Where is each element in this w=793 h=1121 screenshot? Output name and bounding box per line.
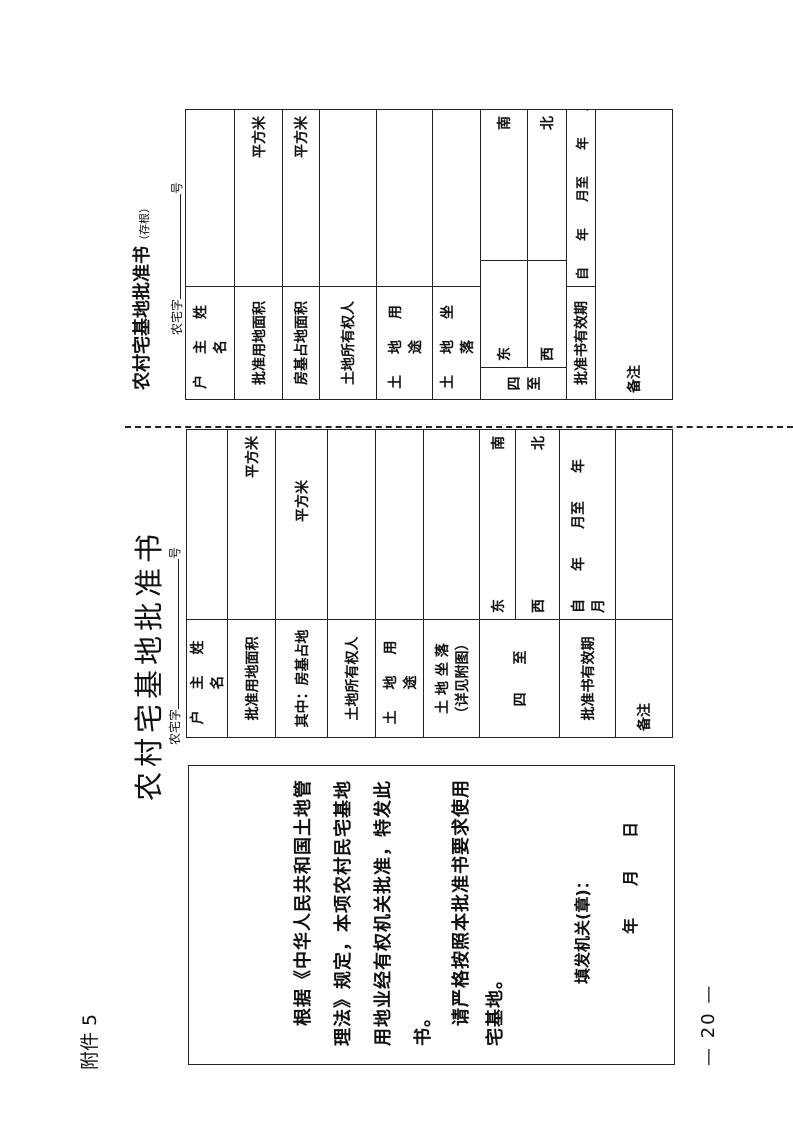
- usage-value[interactable]: [375, 429, 424, 620]
- area-unit[interactable]: 平方米: [227, 429, 276, 620]
- number-blank[interactable]: [170, 193, 181, 299]
- certificate-form-table: 户 主 姓 名 批准用地面积平方米 其中：房基占地平方米 土地所有权人 土 地 …: [186, 429, 673, 738]
- owner-value[interactable]: [185, 109, 235, 287]
- boundary-west-north[interactable]: 西北: [515, 429, 560, 620]
- label-usage: 土 地 用 途: [375, 619, 424, 738]
- number-prefix: 农宅字: [168, 708, 182, 745]
- land-owner-value[interactable]: [327, 429, 376, 620]
- north-label: 北: [540, 116, 556, 130]
- label-area: 批准用地面积: [234, 286, 283, 400]
- label-owner: 户 主 姓 名: [186, 619, 228, 738]
- label-land-owner: 土地所有权人: [319, 286, 377, 400]
- number-prefix: 农宅字: [170, 298, 184, 335]
- east-cell[interactable]: 东: [480, 260, 528, 368]
- stub-form-table: 户 主 姓 名 批准用地面积平方米 房基占地面积平方米 土地所有权人 土 地 用…: [185, 109, 673, 400]
- attachment-label: 附件 5: [79, 1013, 101, 1070]
- north-cell[interactable]: 北: [527, 109, 567, 261]
- label-validity: 批准书有效期: [559, 619, 616, 738]
- label-house: 其中：房基占地: [275, 619, 328, 738]
- stub-title-text: 农村宅基地批准书: [132, 246, 153, 390]
- label-location: 土 地 坐 落: [434, 643, 451, 714]
- body-line: 书。: [413, 1008, 434, 1046]
- certificate-title: 农村宅基地批准书: [132, 528, 166, 801]
- boundary-east-south[interactable]: 东南: [479, 429, 516, 620]
- usage-value[interactable]: [376, 109, 433, 287]
- cut-line: [125, 426, 793, 428]
- remarks-cell[interactable]: 备注: [595, 109, 673, 400]
- label-remarks: 备注: [627, 365, 643, 393]
- owner-value[interactable]: [186, 429, 228, 620]
- label-usage: 土 地 用 途: [376, 286, 433, 400]
- validity-value[interactable]: 自 年 月至 年 月: [559, 429, 616, 620]
- label-location: 土 地 坐 落: [432, 286, 481, 400]
- validity-value[interactable]: 自 年 月至 年 月: [566, 109, 596, 287]
- number-suffix: 号: [170, 181, 184, 194]
- issuer-label: 填发机关(章)：: [573, 873, 592, 984]
- west-label: 西: [540, 347, 556, 361]
- house-unit[interactable]: 平方米: [275, 429, 328, 620]
- label-validity: 批准书有效期: [566, 286, 596, 400]
- label-remarks: 备注: [615, 619, 673, 738]
- number-suffix: 号: [168, 546, 182, 559]
- east-label: 东: [497, 347, 513, 361]
- stub-title: 农村宅基地批准书（存根）: [128, 202, 154, 390]
- label-boundary: 四至: [480, 367, 567, 400]
- land-owner-value[interactable]: [319, 109, 377, 287]
- south-cell[interactable]: 南: [480, 109, 528, 261]
- number-blank[interactable]: [168, 558, 179, 709]
- stub-number: 农宅字号: [168, 182, 185, 335]
- certificate-number: 农宅字号: [166, 547, 183, 745]
- south-label: 南: [497, 116, 513, 130]
- label-land-owner: 土地所有权人: [327, 619, 376, 738]
- location-value[interactable]: [423, 429, 480, 620]
- label-owner: 户 主 姓 名: [185, 286, 235, 400]
- area-unit[interactable]: 平方米: [234, 109, 283, 287]
- body-line: 宅基地。: [485, 970, 506, 1046]
- east-label: 东: [490, 599, 507, 613]
- body-line: 请严格按照本批准书要求使用: [451, 779, 472, 1026]
- issue-date: 年 月 日: [621, 821, 640, 934]
- remarks-value[interactable]: [615, 429, 673, 620]
- label-house: 房基占地面积: [282, 286, 320, 400]
- page-number: — 20 —: [698, 983, 719, 1066]
- south-label: 南: [490, 436, 507, 450]
- body-line: 根据《中华人民共和国土地管: [293, 779, 314, 1026]
- label-boundary: 四 至: [479, 619, 560, 738]
- label-area: 批准用地面积: [227, 619, 276, 738]
- house-unit[interactable]: 平方米: [282, 109, 320, 287]
- certificate-text-box: 根据《中华人民共和国土地管 理法》规定，本项农村民宅基地 用地业经有权机关批准，…: [188, 765, 675, 1065]
- body-line: 理法》规定，本项农村民宅基地: [333, 780, 354, 1046]
- stub-title-note: （存根）: [138, 202, 151, 246]
- location-value[interactable]: [432, 109, 481, 287]
- body-line: 用地业经有权机关批准，特发此: [373, 780, 394, 1046]
- north-label: 北: [530, 436, 547, 450]
- west-cell[interactable]: 西: [527, 260, 567, 368]
- west-label: 西: [530, 599, 547, 613]
- label-location-note: （详见附图）: [454, 636, 471, 721]
